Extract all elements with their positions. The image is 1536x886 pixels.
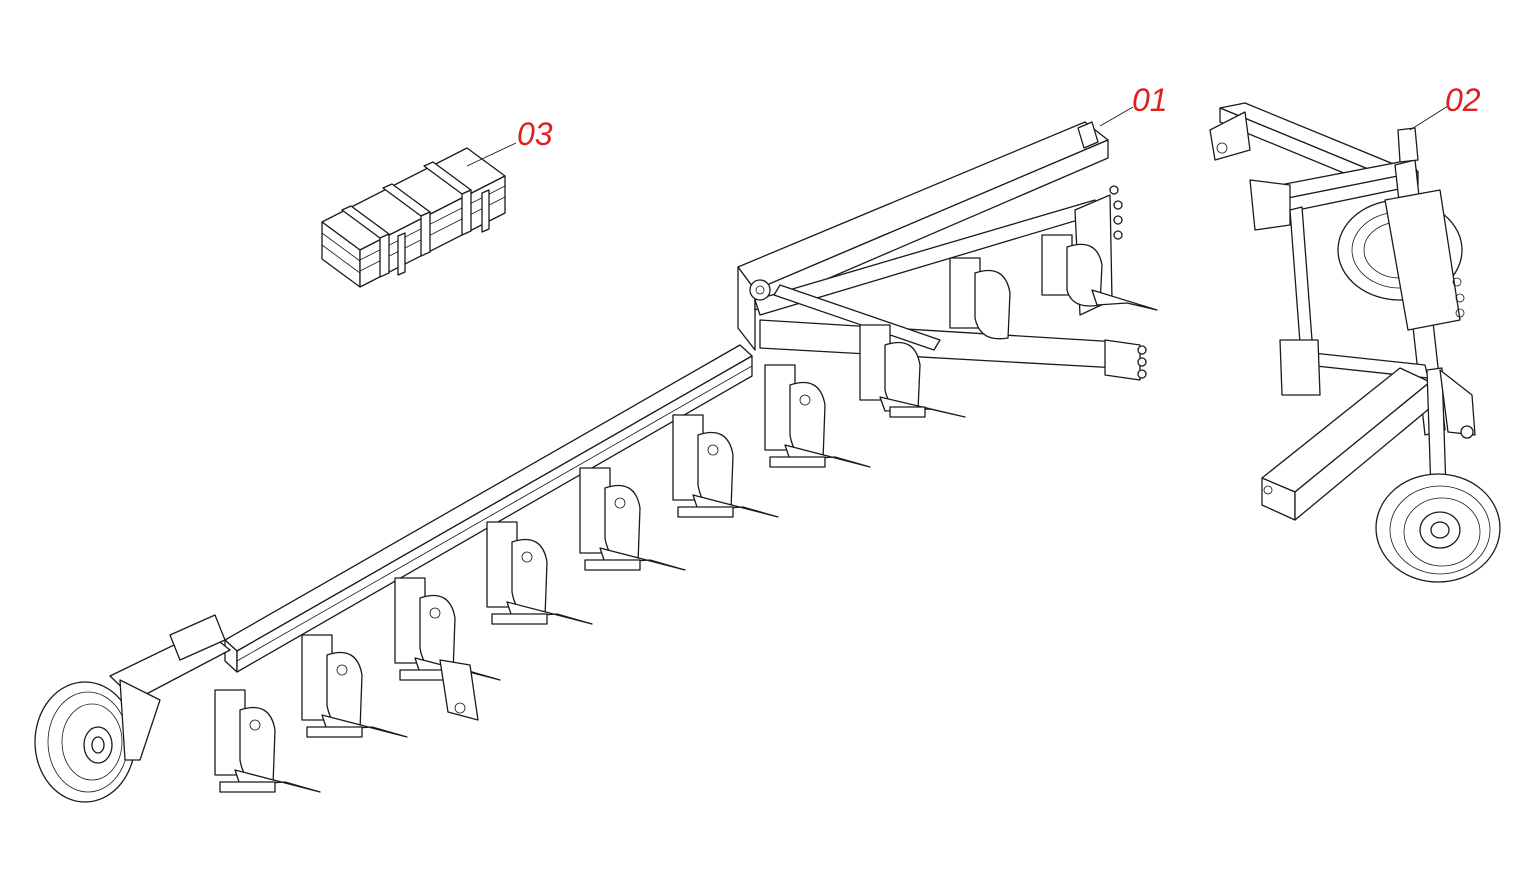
callout-01-leader bbox=[1099, 106, 1134, 127]
depth-wheel bbox=[34, 614, 231, 803]
callout-label-02: 02 bbox=[1445, 82, 1481, 118]
plough-bodies bbox=[214, 234, 1158, 793]
callout-label-03: 03 bbox=[517, 116, 553, 152]
callout-label-01: 01 bbox=[1132, 82, 1168, 118]
parts-crate bbox=[321, 147, 506, 288]
callout-02-leader bbox=[1409, 105, 1449, 131]
callout-03-leader bbox=[466, 142, 517, 167]
front-frame-with-wheel bbox=[1209, 102, 1501, 583]
